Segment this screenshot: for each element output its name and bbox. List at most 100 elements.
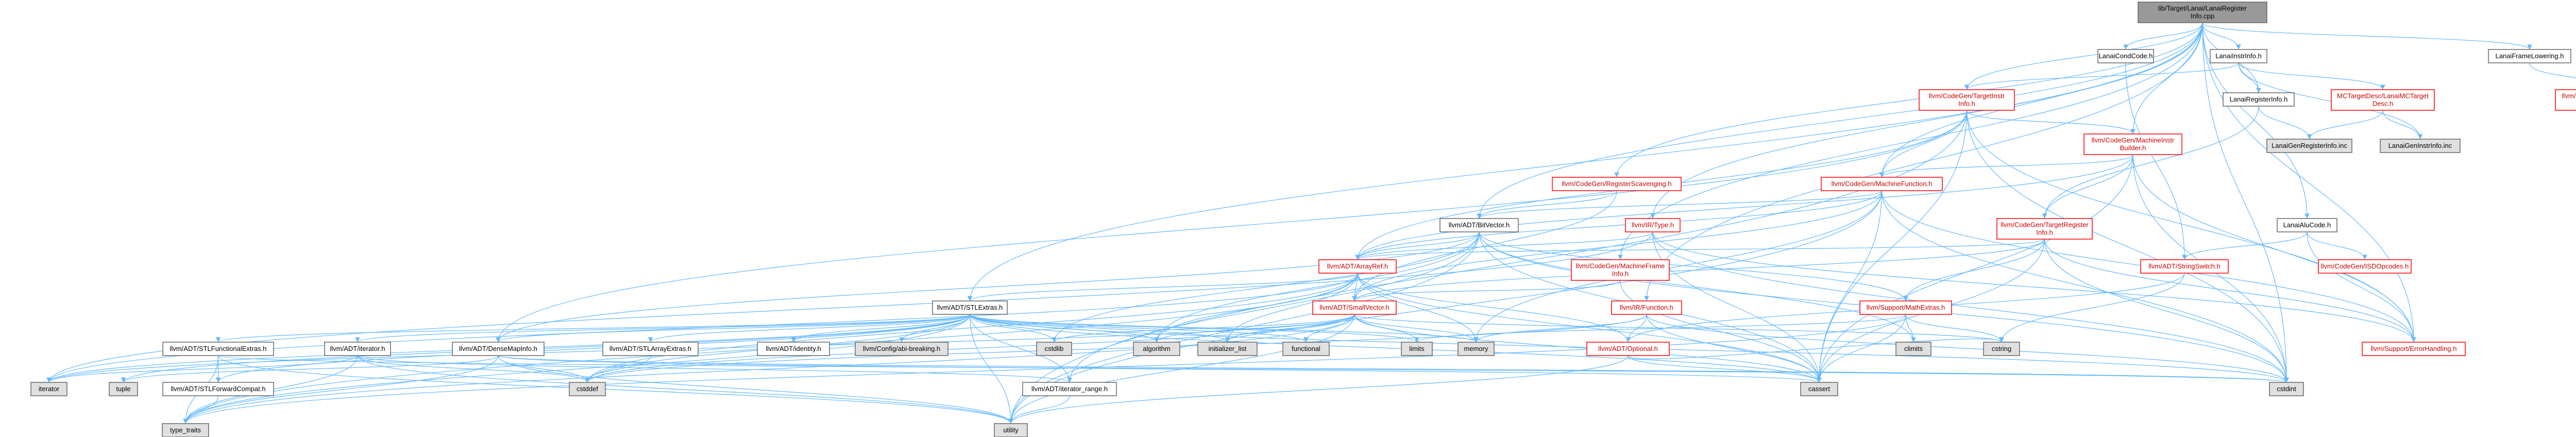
node-memory[interactable]: memory xyxy=(1458,342,1495,356)
node-box-cstring[interactable] xyxy=(1983,342,2020,356)
node-box-adtSTLForwardCompat[interactable] xyxy=(162,382,274,396)
node-cassert[interactable]: cassert xyxy=(1800,382,1838,396)
node-box-adtStringSwitch[interactable] xyxy=(2140,259,2229,274)
node-box-cassert[interactable] xyxy=(1800,382,1838,396)
node-cstdlib[interactable]: cstdlib xyxy=(1036,342,1072,356)
node-irFunction[interactable]: llvm/IR/Function.h xyxy=(1611,300,1682,315)
node-box-supportMathExtras[interactable] xyxy=(1859,300,1952,315)
node-adtSmallVector[interactable]: llvm/ADT/SmallVector.h xyxy=(1312,300,1397,315)
node-supportErrorHandling[interactable]: llvm/Support/ErrorHandling.h xyxy=(2362,342,2466,356)
node-climits[interactable]: climits xyxy=(1895,342,1931,356)
node-functional[interactable]: functional xyxy=(1282,342,1330,356)
node-initializerList[interactable]: initializer_list xyxy=(1197,342,1258,356)
node-box-cgISDOpcodes[interactable] xyxy=(2318,259,2412,274)
node-lanaiAluCode[interactable]: LanaiAluCode.h xyxy=(2277,218,2337,232)
node-cgTargetFrameLowering[interactable]: llvm/CodeGen/TargetFrameLowering.h xyxy=(2555,89,2576,111)
node-box-cgMachineInstrBuilder[interactable] xyxy=(2083,133,2182,155)
node-box-cstdlib[interactable] xyxy=(1036,342,1072,356)
node-box-cstdint[interactable] xyxy=(2269,382,2304,396)
node-adtBitVector[interactable]: llvm/ADT/BitVector.h xyxy=(1439,218,1519,232)
node-cgISDOpcodes[interactable]: llvm/CodeGen/ISDOpcodes.h xyxy=(2318,259,2412,274)
node-cgMachineFunction[interactable]: llvm/CodeGen/MachineFunction.h xyxy=(1821,177,1943,191)
node-root[interactable]: lib/Target/Lanai/LanaiRegisterInfo.cpp xyxy=(2138,2,2267,23)
node-box-cgTargetInstrInfo[interactable] xyxy=(1919,89,2015,111)
node-box-typeTraits[interactable] xyxy=(162,423,209,437)
node-box-adtSTLExtras[interactable] xyxy=(932,300,1008,315)
node-adtStringSwitch[interactable]: llvm/ADT/StringSwitch.h xyxy=(2140,259,2229,274)
node-box-functional[interactable] xyxy=(1282,342,1330,356)
node-box-lanaiGenInstrInfo[interactable] xyxy=(2380,139,2461,153)
node-box-cgMachineFrameInfo[interactable] xyxy=(1571,259,1670,281)
node-lanaiGenRegisterInfo[interactable]: LanaiGenRegisterInfo.inc xyxy=(2266,139,2352,153)
node-adtDenseMapInfo[interactable]: llvm/ADT/DenseMapInfo.h xyxy=(452,342,545,356)
node-limits[interactable]: limits xyxy=(1401,342,1433,356)
node-adtOptional[interactable]: llvm/ADT/Optional.h xyxy=(1586,342,1670,356)
node-supportMathExtras[interactable]: llvm/Support/MathExtras.h xyxy=(1859,300,1952,315)
node-box-adtIteratorRange[interactable] xyxy=(1022,382,1117,396)
node-typeTraits[interactable]: type_traits xyxy=(162,423,209,437)
node-box-iterator[interactable] xyxy=(30,382,67,396)
node-adtSTLForwardCompat[interactable]: llvm/ADT/STLForwardCompat.h xyxy=(162,382,274,396)
node-cstddef[interactable]: cstddef xyxy=(569,382,606,396)
node-box-lanaiRegisterInfoH[interactable] xyxy=(2223,92,2295,107)
node-cstdint[interactable]: cstdint xyxy=(2269,382,2304,396)
node-adtArrayRef[interactable]: llvm/ADT/ArrayRef.h xyxy=(1318,259,1397,274)
node-adtSTLFunctionalExtras[interactable]: llvm/ADT/STLFunctionalExtras.h xyxy=(162,342,274,356)
node-box-root[interactable] xyxy=(2138,2,2267,23)
node-box-cgRegisterScavenging[interactable] xyxy=(1552,177,1682,191)
node-lanaiCondCode[interactable]: LanaiCondCode.h xyxy=(2097,49,2154,63)
node-box-climits[interactable] xyxy=(1895,342,1931,356)
node-algorithm[interactable]: algorithm xyxy=(1133,342,1180,356)
node-adtSTLArrayExtras[interactable]: llvm/ADT/STLArrayExtras.h xyxy=(602,342,699,356)
node-adtIteratorRange[interactable]: llvm/ADT/iterator_range.h xyxy=(1022,382,1117,396)
node-box-mcLanaiDesc[interactable] xyxy=(2331,89,2435,111)
node-box-lanaiCondCode[interactable] xyxy=(2097,49,2154,63)
node-box-adtSTLFunctionalExtras[interactable] xyxy=(162,342,274,356)
node-box-adtSTLArrayExtras[interactable] xyxy=(602,342,699,356)
node-box-memory[interactable] xyxy=(1458,342,1495,356)
node-configAbiBreaking[interactable]: llvm/Config/abi-breaking.h xyxy=(855,342,948,356)
node-box-lanaiFrameLowering[interactable] xyxy=(2488,49,2571,63)
node-box-adtDenseMapInfo[interactable] xyxy=(452,342,545,356)
node-box-adtBitVector[interactable] xyxy=(1439,218,1519,232)
node-box-limits[interactable] xyxy=(1401,342,1433,356)
node-cgRegisterScavenging[interactable]: llvm/CodeGen/RegisterScavenging.h xyxy=(1552,177,1682,191)
node-lanaiRegisterInfoH[interactable]: LanaiRegisterInfo.h xyxy=(2223,92,2295,107)
node-box-cstddef[interactable] xyxy=(569,382,606,396)
node-box-supportErrorHandling[interactable] xyxy=(2362,342,2466,356)
node-lanaiGenInstrInfo[interactable]: LanaiGenInstrInfo.inc xyxy=(2380,139,2461,153)
node-box-algorithm[interactable] xyxy=(1133,342,1180,356)
node-box-tuple[interactable] xyxy=(109,382,138,396)
node-box-irFunction[interactable] xyxy=(1611,300,1682,315)
node-adtSTLExtras[interactable]: llvm/ADT/STLExtras.h xyxy=(932,300,1008,315)
node-box-irType[interactable] xyxy=(1625,218,1681,232)
node-box-cgTargetRegisterInfo[interactable] xyxy=(1996,218,2093,240)
node-box-adtIterator[interactable] xyxy=(324,342,391,356)
node-box-adtIdentity[interactable] xyxy=(757,342,830,356)
node-box-configAbiBreaking[interactable] xyxy=(855,342,948,356)
node-tuple[interactable]: tuple xyxy=(109,382,138,396)
node-box-lanaiGenRegisterInfo[interactable] xyxy=(2266,139,2352,153)
node-box-lanaiAluCode[interactable] xyxy=(2277,218,2337,232)
node-box-adtOptional[interactable] xyxy=(1586,342,1670,356)
node-box-cgMachineFunction[interactable] xyxy=(1821,177,1943,191)
node-box-utility[interactable] xyxy=(994,423,1028,437)
node-box-lanaiInstrInfo[interactable] xyxy=(2210,49,2267,63)
node-irType[interactable]: llvm/IR/Type.h xyxy=(1625,218,1681,232)
node-iterator[interactable]: iterator xyxy=(30,382,67,396)
node-lanaiFrameLowering[interactable]: LanaiFrameLowering.h xyxy=(2488,49,2571,63)
node-adtIterator[interactable]: llvm/ADT/iterator.h xyxy=(324,342,391,356)
node-box-initializerList[interactable] xyxy=(1197,342,1258,356)
node-box-adtArrayRef[interactable] xyxy=(1318,259,1397,274)
node-cstring[interactable]: cstring xyxy=(1983,342,2020,356)
node-utility[interactable]: utility xyxy=(994,423,1028,437)
node-lanaiInstrInfo[interactable]: LanaiInstrInfo.h xyxy=(2210,49,2267,63)
node-box-cgTargetFrameLowering[interactable] xyxy=(2555,89,2576,111)
node-adtIdentity[interactable]: llvm/ADT/identity.h xyxy=(757,342,830,356)
node-box-adtSmallVector[interactable] xyxy=(1312,300,1397,315)
